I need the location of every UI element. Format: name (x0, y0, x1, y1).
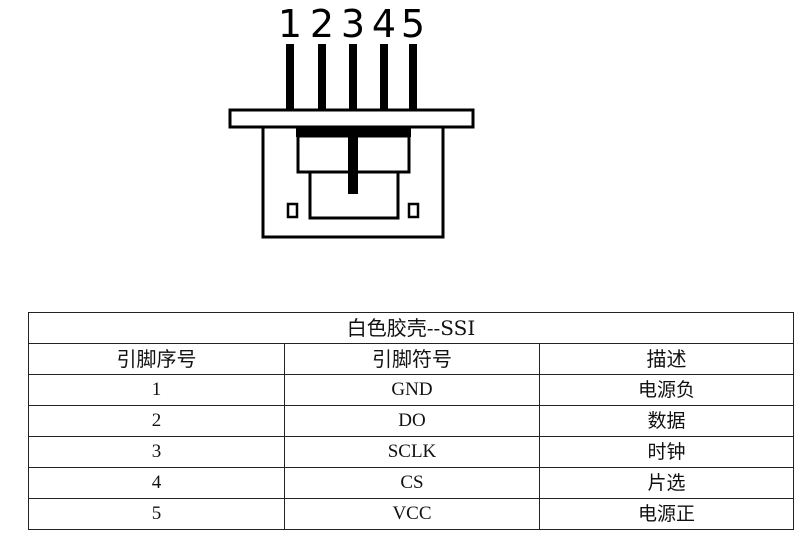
cell-pin-symbol: DO (284, 405, 540, 437)
table-title-row: 白色胶壳--SSI (28, 312, 794, 344)
latch-window-right (407, 202, 420, 219)
header-pin-number: 引脚序号 (28, 343, 285, 375)
latch-window-left (286, 202, 299, 219)
table-row: 2 DO 数据 (28, 405, 794, 437)
table-header-row: 引脚序号 引脚符号 描述 (28, 343, 794, 375)
cell-pin-number: 4 (28, 467, 285, 499)
housing-top-band (296, 127, 411, 137)
pin-label-1: 1 (278, 2, 302, 46)
cell-pin-number: 2 (28, 405, 285, 437)
cell-pin-number: 1 (28, 374, 285, 406)
pin-label-3: 3 (341, 2, 365, 46)
table-row: 1 GND 电源负 (28, 374, 794, 406)
pin-label-4: 4 (372, 2, 396, 46)
cell-pin-symbol: GND (284, 374, 540, 406)
cell-description: 电源正 (539, 498, 794, 530)
pin-lead-5 (409, 44, 417, 110)
cell-pin-number: 3 (28, 436, 285, 468)
pin-leads (286, 44, 417, 110)
pin-label-5: 5 (401, 2, 425, 46)
cell-description: 时钟 (539, 436, 794, 468)
cell-pin-number: 5 (28, 498, 285, 530)
cell-description: 片选 (539, 467, 794, 499)
cell-description: 数据 (539, 405, 794, 437)
table-row: 5 VCC 电源正 (28, 498, 794, 530)
cell-description: 电源负 (539, 374, 794, 406)
connector-diagram: 1 2 3 4 5 (228, 2, 475, 239)
table-title: 白色胶壳--SSI (28, 312, 794, 344)
pin-label-2: 2 (310, 2, 334, 46)
table-row: 3 SCLK 时钟 (28, 436, 794, 468)
connector-flange (228, 108, 475, 129)
table-row: 4 CS 片选 (28, 467, 794, 499)
pin-lead-1 (286, 44, 294, 110)
cell-pin-symbol: SCLK (284, 436, 540, 468)
cell-pin-symbol: VCC (284, 498, 540, 530)
cell-pin-symbol: CS (284, 467, 540, 499)
center-key (348, 136, 358, 194)
header-pin-symbol: 引脚符号 (284, 343, 540, 375)
header-description: 描述 (539, 343, 794, 375)
pin-lead-4 (380, 44, 388, 110)
pin-lead-3 (349, 44, 357, 110)
pin-table: 白色胶壳--SSI 引脚序号 引脚符号 描述 1 GND 电源负 2 DO 数据… (28, 312, 794, 530)
pin-lead-2 (318, 44, 326, 110)
